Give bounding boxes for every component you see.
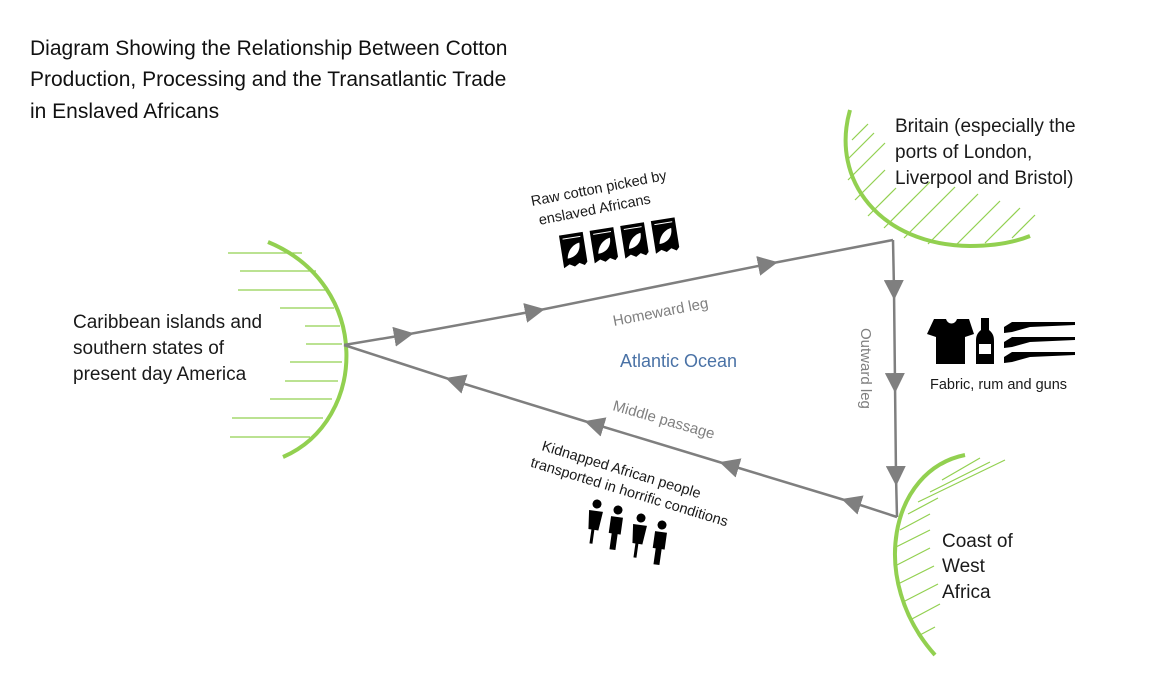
cotton-bag-icon	[558, 231, 588, 269]
homeward-leg-label: Homeward leg	[612, 295, 710, 330]
caribbean-label-1: Caribbean islands and	[73, 312, 262, 333]
tshirt-icon	[927, 319, 974, 364]
west-africa-label-1: Coast of	[942, 531, 1013, 552]
middle-passage-route	[343, 343, 898, 519]
west-africa-label-3: Africa	[942, 582, 991, 603]
person-icon	[588, 499, 603, 544]
britain-coast	[843, 109, 1036, 249]
cotton-bag-icon	[650, 217, 680, 254]
person-icon	[652, 520, 667, 566]
britain-label-2: ports of London,	[895, 142, 1032, 163]
people-caption: Kidnapped African people transported in …	[529, 439, 730, 531]
cotton-bag-icon	[620, 222, 649, 259]
caribbean-label-3: present day America	[73, 364, 247, 385]
cotton-bag-icon	[589, 227, 618, 264]
person-icon	[608, 505, 623, 551]
title-line-1: Diagram Showing the Relationship Between…	[30, 37, 507, 60]
cotton-caption: Raw cotton picked by enslaved Africans	[530, 168, 669, 229]
title-line-3: in Enslaved Africans	[30, 100, 219, 123]
rifle-icon	[1004, 322, 1075, 333]
rifle-icon	[1004, 337, 1075, 348]
title-line-2: Production, Processing and the Transatla…	[30, 68, 506, 91]
outward-leg-label: Outward leg	[857, 328, 874, 409]
caribbean-coast	[228, 240, 349, 459]
person-icon	[632, 513, 647, 558]
britain-label-3: Liverpool and Bristol)	[895, 168, 1073, 189]
rifle-icon	[1004, 352, 1075, 363]
bottle-icon	[976, 318, 994, 364]
people-icons	[588, 499, 667, 566]
west-africa-coast	[893, 453, 1006, 657]
middle-passage-label: Middle passage	[611, 398, 717, 443]
ocean-label: Atlantic Ocean	[620, 351, 737, 371]
west-africa-label-2: West	[942, 556, 986, 577]
cotton-bags	[558, 217, 680, 269]
outward-route	[883, 239, 906, 518]
goods-caption: Fabric, rum and guns	[930, 377, 1067, 393]
caribbean-label-2: southern states of	[73, 338, 225, 359]
trade-routes	[343, 238, 906, 519]
homeward-route	[343, 238, 894, 347]
britain-label-1: Britain (especially the	[895, 116, 1076, 137]
